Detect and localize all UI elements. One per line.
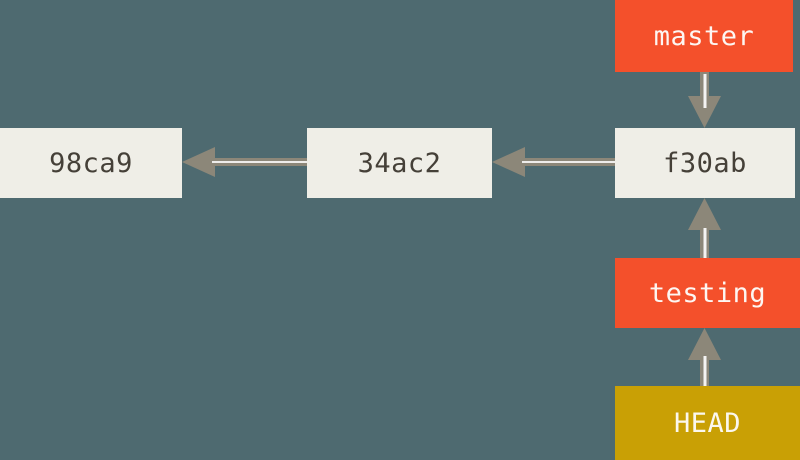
commit-label: 98ca9 (49, 147, 133, 179)
arrow-master-to-f30ab (688, 72, 721, 128)
branch-label-master[interactable]: master (615, 0, 793, 72)
head-label-text: HEAD (673, 407, 742, 439)
commit-label: f30ab (663, 147, 747, 179)
branch-label-text: testing (648, 277, 767, 309)
commit-label: 34ac2 (357, 147, 442, 179)
head-pointer[interactable]: HEAD (615, 386, 800, 460)
branch-label-text: master (653, 20, 755, 52)
commit-node-34ac2[interactable]: 34ac2 (307, 128, 492, 198)
arrow-testing-to-f30ab (688, 198, 721, 260)
arrow-head-to-testing (688, 328, 721, 388)
commit-node-f30ab[interactable]: f30ab (615, 128, 795, 198)
branch-label-testing[interactable]: testing (615, 258, 800, 328)
arrow-34ac2-to-98ca9 (182, 147, 308, 177)
arrow-f30ab-to-34ac2 (492, 147, 616, 177)
commit-node-98ca9[interactable]: 98ca9 (0, 128, 182, 198)
